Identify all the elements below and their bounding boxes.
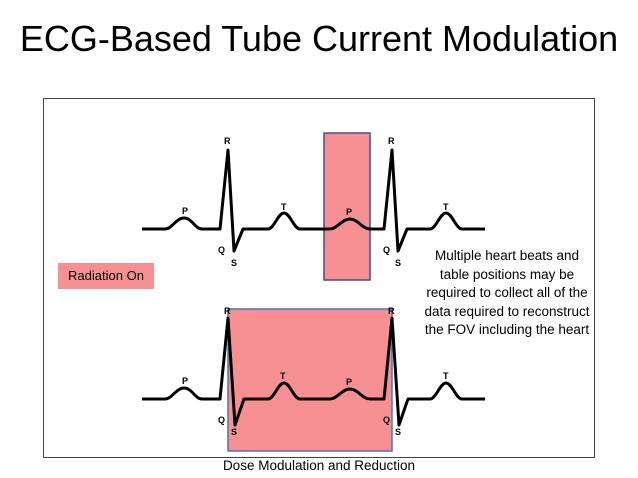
bottom-label-r2: R: [388, 306, 395, 316]
radiation-on-label: Radiation On: [58, 263, 154, 289]
top-label-q1: Q: [218, 245, 225, 255]
bottom-label-p1: P: [182, 376, 188, 386]
top-label-s2: S: [395, 258, 401, 268]
bottom-label-q2: Q: [383, 415, 390, 425]
slide-title: ECG-Based Tube Current Modulation: [19, 18, 619, 59]
bottom-label-r1: R: [224, 306, 231, 316]
top-label-p1: P: [182, 206, 188, 216]
bottom-label-s2: S: [395, 427, 401, 437]
bottom-label-p2: P: [346, 377, 352, 387]
explanatory-note: Multiple heart beats and table positions…: [424, 248, 590, 337]
top-label-t2: T: [443, 202, 449, 212]
top-label-t1: T: [281, 202, 287, 212]
bottom-ecg-trace: [142, 316, 485, 427]
bottom-label-s1: S: [231, 427, 237, 437]
top-radiation-window: [323, 132, 371, 281]
diagram-frame: [43, 98, 595, 458]
bottom-label-t1: T: [280, 371, 286, 381]
bottom-label-q1: Q: [218, 415, 225, 425]
top-label-s1: S: [231, 258, 237, 268]
top-label-r1: R: [224, 136, 231, 146]
bottom-radiation-window: [227, 308, 393, 452]
diagram-caption: Dose Modulation and Reduction: [222, 458, 416, 473]
top-ecg-trace: [142, 148, 485, 253]
top-label-p2: P: [346, 207, 352, 217]
bottom-label-t2: T: [443, 371, 449, 381]
top-label-q2: Q: [383, 245, 390, 255]
top-label-r2: R: [388, 136, 395, 146]
